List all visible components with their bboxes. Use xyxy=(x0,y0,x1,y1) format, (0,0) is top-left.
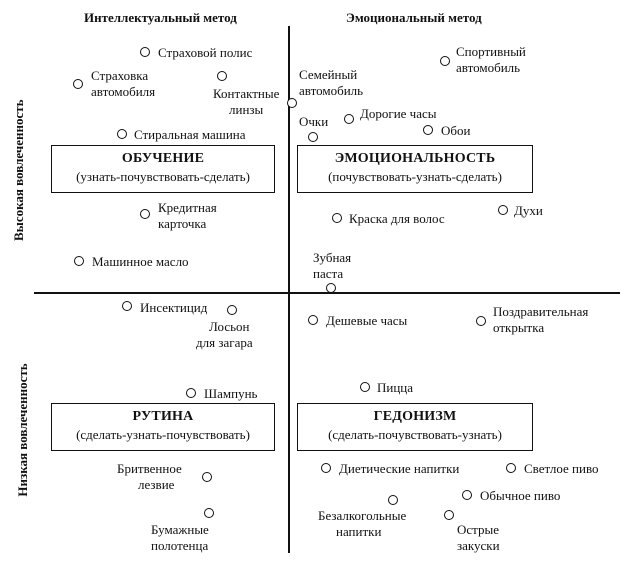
product-label: Шампунь xyxy=(204,386,258,401)
product-label: Страховка xyxy=(91,68,149,83)
product-point xyxy=(217,71,227,81)
product-point xyxy=(73,79,83,89)
product-label: полотенца xyxy=(151,538,209,553)
product-label: Пицца xyxy=(377,380,414,395)
product-label: Светлое пиво xyxy=(524,461,599,476)
quadrant-hedonism: ГЕДОНИЗМ (сделать-почувствовать-узнать) xyxy=(297,403,533,451)
axis-title-emotional: Эмоциональный метод xyxy=(346,10,482,25)
product-point xyxy=(140,209,150,219)
product-point xyxy=(498,205,508,215)
product-label: Духи xyxy=(514,203,543,218)
product-point xyxy=(122,301,132,311)
product-label: закуски xyxy=(457,538,500,553)
product-point xyxy=(440,56,450,66)
product-label: для загара xyxy=(196,335,253,350)
product-label: Спортивный xyxy=(456,44,526,59)
product-point xyxy=(344,114,354,124)
side-label-low-involvement: Низкая вовлеченность xyxy=(15,363,30,497)
product-point xyxy=(117,129,127,139)
product-point xyxy=(476,316,486,326)
quadrant-routine: РУТИНА (сделать-узнать-почувствовать) xyxy=(51,403,275,451)
product-point xyxy=(423,125,433,135)
product-label: линзы xyxy=(229,102,264,117)
vertical-axis xyxy=(288,26,290,553)
product-label: Контактные xyxy=(213,86,280,101)
product-point xyxy=(202,472,212,482)
product-label: карточка xyxy=(158,216,207,231)
product-point xyxy=(287,98,297,108)
product-point xyxy=(308,315,318,325)
product-label: Семейный xyxy=(299,67,358,82)
quadrant-learning-title: ОБУЧЕНИЕ xyxy=(121,151,205,166)
product-point xyxy=(506,463,516,473)
product-label: Безалкогольные xyxy=(318,508,407,523)
product-point xyxy=(186,388,196,398)
quadrant-emotion-title: ЭМОЦИОНАЛЬНОСТЬ xyxy=(334,151,496,166)
product-label: Машинное масло xyxy=(92,254,189,269)
quadrant-routine-title: РУТИНА xyxy=(132,409,194,424)
product-label: Зубная xyxy=(313,250,352,265)
product-label: Кредитная xyxy=(158,200,217,215)
product-point xyxy=(388,495,398,505)
product-point xyxy=(308,132,318,142)
quadrant-learning: ОБУЧЕНИЕ (узнать-почувствовать-сделать) xyxy=(51,145,275,193)
product-point xyxy=(140,47,150,57)
product-label: Краска для волос xyxy=(349,211,445,226)
product-label: открытка xyxy=(493,320,545,335)
product-label: лезвие xyxy=(138,477,175,492)
quadrant-routine-subtitle: (сделать-узнать-почувствовать) xyxy=(76,427,250,442)
side-label-high-involvement: Высокая вовлеченность xyxy=(11,99,26,241)
product-label: Стиральная машина xyxy=(134,127,246,142)
product-label: Острые xyxy=(457,522,500,537)
quadrant-emotion: ЭМОЦИОНАЛЬНОСТЬ (почувствовать-узнать-сд… xyxy=(297,145,533,193)
product-label: Дешевые часы xyxy=(326,313,408,328)
quadrant-hedonism-title: ГЕДОНИЗМ xyxy=(373,409,457,424)
product-label: Инсектицид xyxy=(140,300,208,315)
quadrant-learning-subtitle: (узнать-почувствовать-сделать) xyxy=(76,169,250,184)
product-point xyxy=(321,463,331,473)
product-label: Поздравительная xyxy=(493,304,589,319)
product-label: автомобиля xyxy=(91,84,156,99)
quadrant-hedonism-subtitle: (сделать-почувствовать-узнать) xyxy=(328,427,502,442)
horizontal-axis xyxy=(34,292,620,294)
product-label: автомобиль xyxy=(299,83,364,98)
product-label: Диетические напитки xyxy=(339,461,460,476)
product-label: Бумажные xyxy=(151,522,209,537)
product-point xyxy=(74,256,84,266)
product-label: Страховой полис xyxy=(158,45,253,60)
product-label: Обои xyxy=(441,123,471,138)
product-point xyxy=(332,213,342,223)
product-label: напитки xyxy=(336,524,382,539)
product-label: паста xyxy=(313,266,344,281)
quadrant-emotion-subtitle: (почувствовать-узнать-сделать) xyxy=(328,169,502,184)
product-point xyxy=(204,508,214,518)
product-label: автомобиль xyxy=(456,60,521,75)
product-label: Дорогие часы xyxy=(360,106,437,121)
product-label: Обычное пиво xyxy=(480,488,561,503)
product-point xyxy=(326,283,336,293)
axis-title-intellectual: Интеллектуальный метод xyxy=(84,10,237,25)
product-label: Очки xyxy=(299,114,329,129)
product-point xyxy=(462,490,472,500)
product-label: Лосьон xyxy=(209,319,250,334)
product-point xyxy=(227,305,237,315)
product-point xyxy=(444,510,454,520)
product-point xyxy=(360,382,370,392)
product-label: Бритвенное xyxy=(117,461,182,476)
